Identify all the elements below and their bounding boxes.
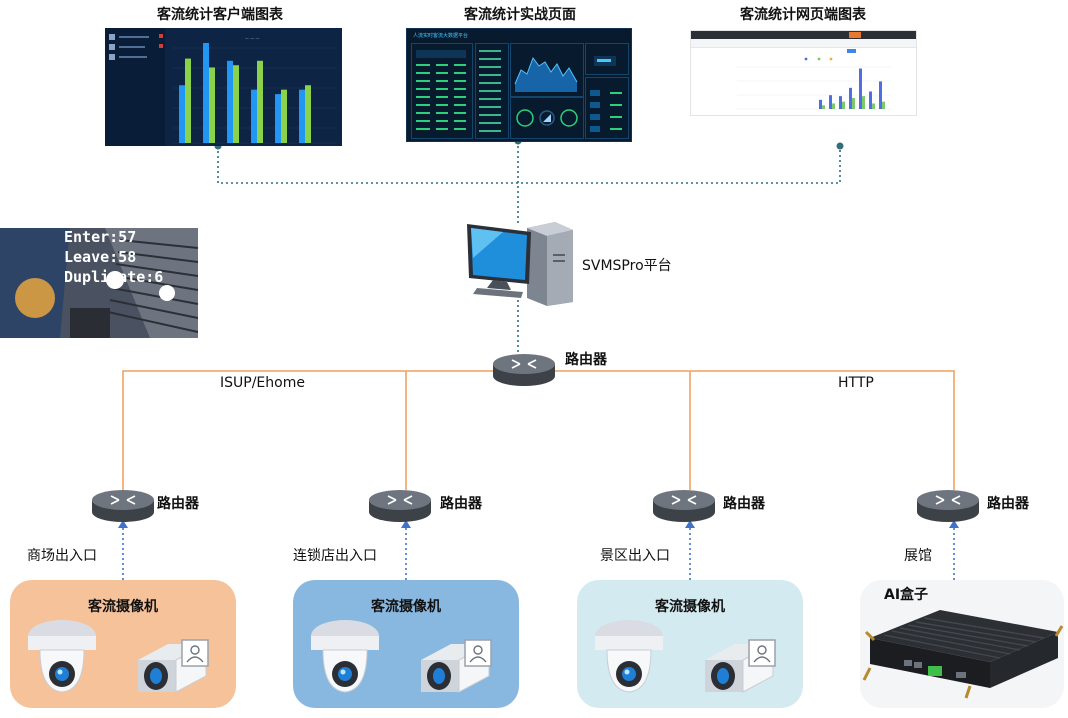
dome-camera-icon [595,620,663,693]
site-label-mall: 商场出入口 [27,548,97,564]
dashboard-header: 人流实时客流大数据平台 [413,33,469,39]
ai-box-label: AI盒子 [884,587,929,603]
ai-box-device-icon [862,610,1064,699]
web-tab-bar [691,39,916,48]
branch-router-icon [652,486,716,524]
chart-bar [879,81,882,109]
protocol-isup-label: ISUP/Ehome [220,375,305,391]
web-chart-title: 客流统计网页端图表 [740,7,866,23]
web-query-button [847,49,856,53]
chart-bar [859,68,862,109]
branch-router-label: 路由器 [987,496,1029,512]
web-bar-chart [737,57,891,110]
ai-box-group: AI盒子 [860,580,1064,708]
dashboard-right-list [585,77,629,139]
camera-group-title: 客流摄像机 [371,599,441,615]
web-top-bar [691,31,916,39]
camera-group-chain-store: 客流摄像机 [293,580,519,708]
dashboard-list-panel [475,43,509,139]
chart-bar [203,43,209,143]
chart-bar [819,99,822,109]
ethernet-line [122,370,955,490]
chart-bar [281,89,287,143]
chart-bar [299,89,305,143]
people-counting-feed: Enter:57 Leave:58 Duplicate:6 [0,228,198,338]
duplicate-count: Duplicate:6 [64,268,164,286]
svg-text:— — —: — — — [245,36,260,41]
chart-bar [842,101,845,109]
chart-bar [233,65,239,143]
branch-router-icon [368,486,432,524]
chart-bar [832,103,835,109]
dotted-link-client [217,146,841,184]
chart-bar [179,85,185,143]
realtime-page-title: 客流统计实战页面 [464,7,576,23]
site-label-scenic-area: 景区出入口 [600,548,670,564]
client-chart-screenshot: — — — [105,28,342,146]
chart-bar [829,95,832,109]
chart-bar [849,87,852,109]
bullet-camera-icon [138,639,209,693]
dome-camera-icon [28,620,96,693]
chart-bar [862,96,865,109]
chart-bar [869,91,872,109]
chart-bar [872,103,875,109]
realtime-dashboard-screenshot: 人流实时客流大数据平台 [406,28,632,142]
enter-count: Enter:57 [64,228,137,246]
client-bar-chart: — — — [173,36,337,144]
dashboard-counter [585,43,629,75]
branch-router-label: 路由器 [440,496,482,512]
bullet-camera-icon [421,639,492,693]
camera-group-mall: 客流摄像机 [10,580,236,708]
main-router-icon [492,350,556,388]
site-label-exhibition: 展馆 [904,548,932,564]
chart-bar [227,60,233,143]
camera-group-title: 客流摄像机 [88,599,158,615]
branch-router-label: 路由器 [157,496,199,512]
client-chart-title: 客流统计客户端图表 [157,7,283,23]
chart-bar [275,94,281,143]
site-label-chain-store: 连锁店出入口 [293,548,377,564]
camera-group-title: 客流摄像机 [655,599,725,615]
protocol-http-label: HTTP [838,375,874,391]
dashboard-area-chart [510,43,584,97]
dashboard-left-panel [411,43,473,139]
bullet-camera-icon [705,639,776,693]
camera-group-scenic-area: 客流摄像机 [577,580,803,708]
platform-label: SVMSPro平台 [582,258,672,274]
leave-count: Leave:58 [64,248,137,266]
branch-router-label: 路由器 [723,496,765,512]
chart-bar [305,85,311,143]
platform-computer-icon [463,218,573,306]
dome-camera-icon [311,620,379,693]
chart-bar [839,96,842,109]
dashboard-gauges [510,97,584,139]
chart-bar [822,105,825,109]
chart-bar [852,97,855,109]
uplink-arrows [122,526,955,580]
web-chart-screenshot [690,30,917,116]
main-router-label: 路由器 [565,352,607,368]
chart-bar [251,89,257,143]
branch-router-icon [916,486,980,524]
chart-bar [209,67,215,143]
client-sidebar [105,28,165,146]
chart-bar [257,60,263,143]
branch-router-icon [91,486,155,524]
chart-bar [185,58,191,143]
link-dot [836,142,844,150]
chart-bar [882,101,885,109]
uplink-arrowheads [118,520,959,528]
